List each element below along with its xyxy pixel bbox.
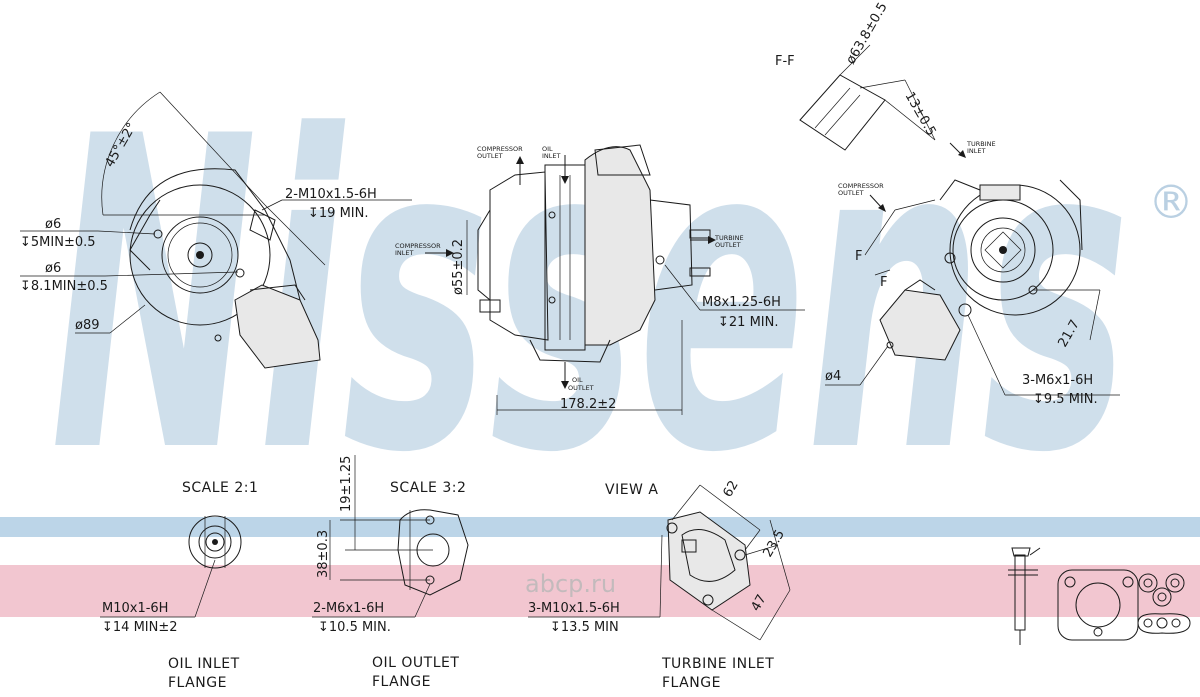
- rear-compressor-outlet-l1: COMPRESSOR: [838, 182, 884, 190]
- front-thread-depth: ↧19 MIN.: [308, 206, 368, 221]
- turbine-dim1: 62: [720, 478, 741, 500]
- oil-inlet-name-l2: FLANGE: [168, 675, 227, 691]
- rear-view: [825, 142, 1120, 396]
- turbine-depth: ↧13.5 MIN: [550, 620, 619, 635]
- registered-mark: ®: [1148, 175, 1194, 229]
- front-view: [20, 91, 412, 369]
- oil-outlet-depth: ↧10.5 MIN.: [318, 620, 391, 635]
- oil-inlet-thread: M10x1-6H: [102, 601, 168, 616]
- side-thread-depth: ↧21 MIN.: [718, 315, 778, 330]
- section-marker-top: F: [855, 249, 862, 264]
- front-hole2-label: ø6: [45, 261, 61, 276]
- rear-thread-label: 3-M6x1-6H: [1022, 373, 1093, 388]
- side-length-label: 178.2±2: [560, 397, 616, 412]
- turbine-inlet-l2: INLET: [967, 147, 986, 155]
- rear-hole-label: ø4: [825, 369, 841, 384]
- oil-outlet-name-l2: FLANGE: [372, 674, 431, 690]
- section-title: F-F: [775, 54, 795, 69]
- turbine-thread: 3-M10x1.5-6H: [528, 601, 620, 616]
- blue-band: [0, 517, 1200, 537]
- front-hole1-depth: ↧5MIN±0.5: [20, 235, 96, 250]
- compressor-inlet-l2: INLET: [395, 249, 414, 257]
- oil-outlet-name-l1: OIL OUTLET: [372, 655, 459, 671]
- oil-inlet-scale: SCALE 2:1: [182, 480, 258, 496]
- compressor-inlet-l1: COMPRESSOR: [395, 242, 441, 250]
- oil-inlet-l1: OIL: [542, 145, 553, 153]
- oil-outlet-thread: 2-M6x1-6H: [313, 601, 384, 616]
- turbine-name-l2: FLANGE: [662, 675, 721, 691]
- abcp-stamp: abcp.ru: [525, 570, 616, 598]
- compressor-outlet-l2: OUTLET: [477, 152, 503, 160]
- side-view: [425, 144, 805, 415]
- turbine-inlet-l1: TURBINE: [966, 140, 996, 148]
- pink-band: [0, 565, 1200, 617]
- oil-outlet-l2: OUTLET: [568, 384, 594, 392]
- turbine-outlet-l2: OUTLET: [715, 241, 741, 249]
- front-outer-dia: ø89: [75, 318, 100, 333]
- rear-compressor-outlet-l2: OUTLET: [838, 189, 864, 197]
- compressor-outlet-l1: COMPRESSOR: [477, 145, 523, 153]
- section-ff: [799, 44, 936, 151]
- turbine-inlet-flange-drawing: [528, 484, 791, 641]
- front-thread-label: 2-M10x1.5-6H: [285, 187, 377, 202]
- oil-outlet-dim-h: 38±0.3: [316, 530, 331, 578]
- oil-outlet-dim-v: 19±1.25: [339, 456, 354, 512]
- oil-inlet-l2: INLET: [542, 152, 561, 160]
- rear-thread-depth: ↧9.5 MIN.: [1033, 392, 1098, 407]
- oil-inlet-depth: ↧14 MIN±2: [102, 620, 178, 635]
- turbine-view-label: VIEW A: [605, 482, 658, 498]
- oil-inlet-flange-drawing: [100, 515, 242, 618]
- side-thread-label: M8x1.25-6H: [702, 295, 781, 310]
- section-marker-bottom: F: [880, 275, 887, 290]
- turbine-outlet-l1: TURBINE: [714, 234, 744, 242]
- oil-inlet-name-l1: OIL INLET: [168, 656, 240, 672]
- turbine-name-l1: TURBINE INLET: [661, 656, 774, 672]
- oil-outlet-scale: SCALE 3:2: [390, 480, 466, 496]
- oil-outlet-l1: OIL: [572, 376, 583, 384]
- accessory-parts: [1008, 547, 1191, 645]
- oil-outlet-flange-drawing: [312, 455, 469, 618]
- front-hole1-label: ø6: [45, 217, 61, 232]
- turbine-dim3: 47: [748, 592, 769, 614]
- side-dia-label: ø55±0.2: [451, 239, 466, 295]
- front-hole2-depth: ↧8.1MIN±0.5: [20, 279, 108, 294]
